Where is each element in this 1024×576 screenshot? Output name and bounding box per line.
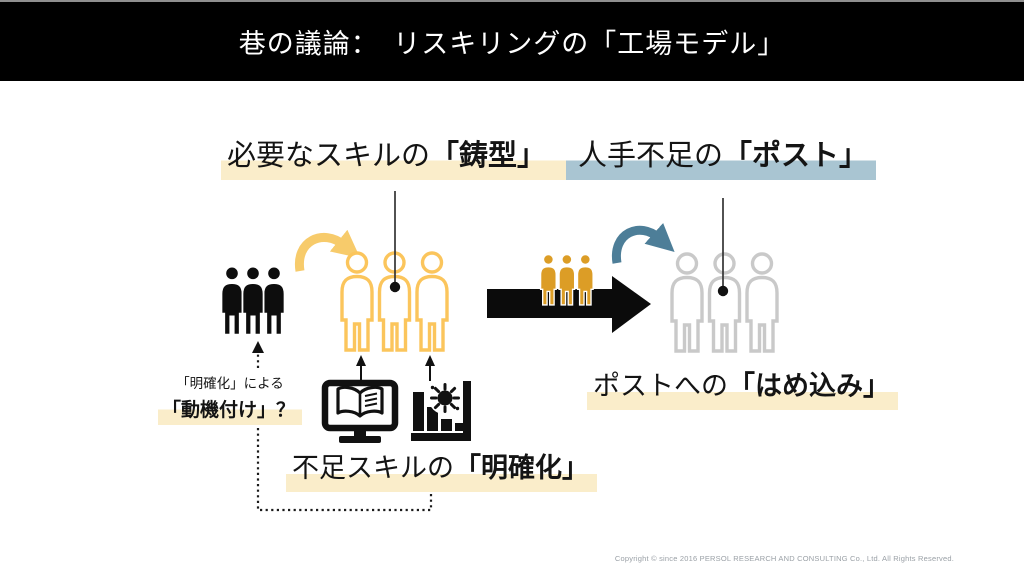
label-fit-into-post: ポストへの「はめ込み」 [587, 370, 898, 410]
bar-chart-burst-icon [411, 381, 471, 441]
feedback-arrowhead-icon [252, 341, 264, 353]
skill-input-arrows [356, 355, 435, 381]
label-emphasis: 「はめ込み」 [728, 371, 890, 401]
label-required-skill-mold: 必要なスキルの「鋳型」 [221, 138, 603, 181]
monitor-open-book-icon [321, 379, 399, 443]
three-people-outline-gray-icon [670, 252, 779, 353]
copyright-text: Copyright © since 2016 PERSOL RESEARCH A… [614, 554, 954, 563]
motivation-line1: 「明確化」による [176, 376, 284, 391]
three-people-solid-black-icon [220, 265, 286, 336]
motivation-line2: 「動機付け」？ [157, 395, 302, 425]
slide-top-edge [0, 0, 1024, 2]
mold-pointer-line [389, 191, 401, 293]
blue-curved-arrow-icon [611, 222, 675, 264]
label-clarify-missing-skills: 不足スキルの「明確化」 [286, 452, 597, 492]
label-motivation-question: 「明確化」による 「動機付け」？ [148, 372, 312, 425]
feedback-dotted-connector [256, 349, 433, 512]
label-emphasis: 「鋳型」 [430, 140, 547, 172]
label-text: ポストへの [593, 371, 728, 401]
label-text: 不足スキルの [292, 453, 454, 483]
label-emphasis: 「明確化」 [454, 453, 589, 483]
post-pointer-line [717, 198, 729, 297]
yellow-curved-arrow-icon [294, 229, 361, 272]
label-understaffed-post: 人手不足の「ポスト」 [566, 138, 877, 181]
label-text: 必要なスキルの [227, 140, 431, 172]
label-text: 人手不足の [578, 140, 724, 172]
header-bar: 巷の議論： リスキリングの「工場モデル」 [0, 2, 1024, 81]
page-title: 巷の議論： リスキリングの「工場モデル」 [238, 29, 786, 59]
label-emphasis: 「ポスト」 [723, 140, 869, 172]
